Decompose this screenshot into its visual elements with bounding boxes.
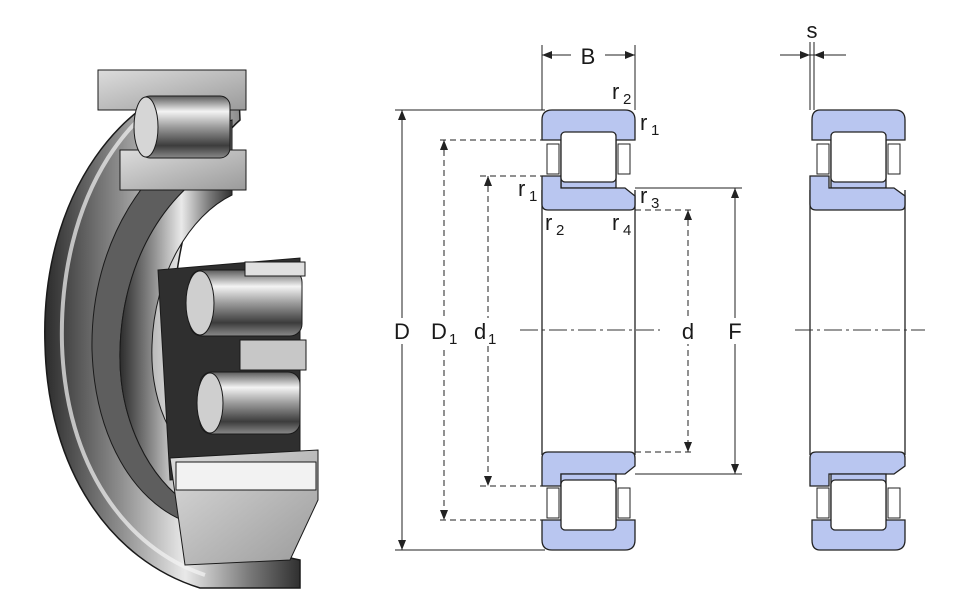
cage-top-right [617, 143, 631, 175]
cage-bottom-right [617, 487, 631, 519]
radius-label-r2-inner-sub: 2 [556, 222, 564, 239]
radius-label-r2-inner: r [545, 210, 552, 235]
cage-top-left [546, 143, 560, 175]
roller-top-section [560, 131, 617, 183]
cage-bar-top [244, 261, 306, 277]
dim-label-bore: d [682, 319, 694, 344]
dim-label-b: B [581, 44, 596, 69]
dim-label-d-outer: D [394, 319, 410, 344]
dim-label-d1-inner-sub: 1 [488, 331, 496, 348]
inner-ring-top-section [541, 175, 636, 211]
radius-label-r1-inner: r [518, 176, 525, 201]
bottom-flange-face [175, 461, 317, 491]
roller-bottom-section [560, 479, 617, 531]
radius-label-r4: r [612, 210, 619, 235]
bearing-render [44, 69, 319, 589]
dim-label-d1-sub: 1 [449, 331, 457, 348]
displacement-drawing: s [780, 18, 925, 551]
cage-bottom-left-displaced [816, 487, 830, 519]
radius-label-r1-inner-sub: 1 [529, 188, 537, 205]
lower-roller-2-end [196, 372, 224, 434]
dim-label-raceway: F [728, 319, 741, 344]
cage-bottom-right-displaced [887, 487, 901, 519]
radius-label-r2-top: r [612, 79, 619, 104]
roller-top-displaced [830, 131, 887, 183]
dim-label-s: s [807, 18, 818, 43]
dim-label-d1: D [431, 319, 447, 344]
lower-roller-1-end [185, 270, 215, 336]
radius-label-r3: r [640, 183, 647, 208]
radius-label-r1-top-sub: 1 [651, 122, 659, 139]
radius-label-r3-sub: 3 [651, 195, 659, 212]
cage-top-right-displaced [887, 143, 901, 175]
radius-label-r4-sub: 4 [623, 222, 631, 239]
radius-label-r2-top-sub: 2 [623, 91, 631, 108]
cage-bar-mid [239, 339, 307, 371]
radius-label-r1-top: r [640, 110, 647, 135]
dim-label-d1-inner: d [474, 319, 486, 344]
cage-bottom-left [546, 487, 560, 519]
inner-ring-top-displaced [809, 175, 906, 211]
top-roller-end [133, 96, 159, 158]
cage-top-left-displaced [816, 143, 830, 175]
section-drawing: B D D 1 d 1 d [387, 43, 748, 551]
roller-bottom-displaced [830, 479, 887, 531]
